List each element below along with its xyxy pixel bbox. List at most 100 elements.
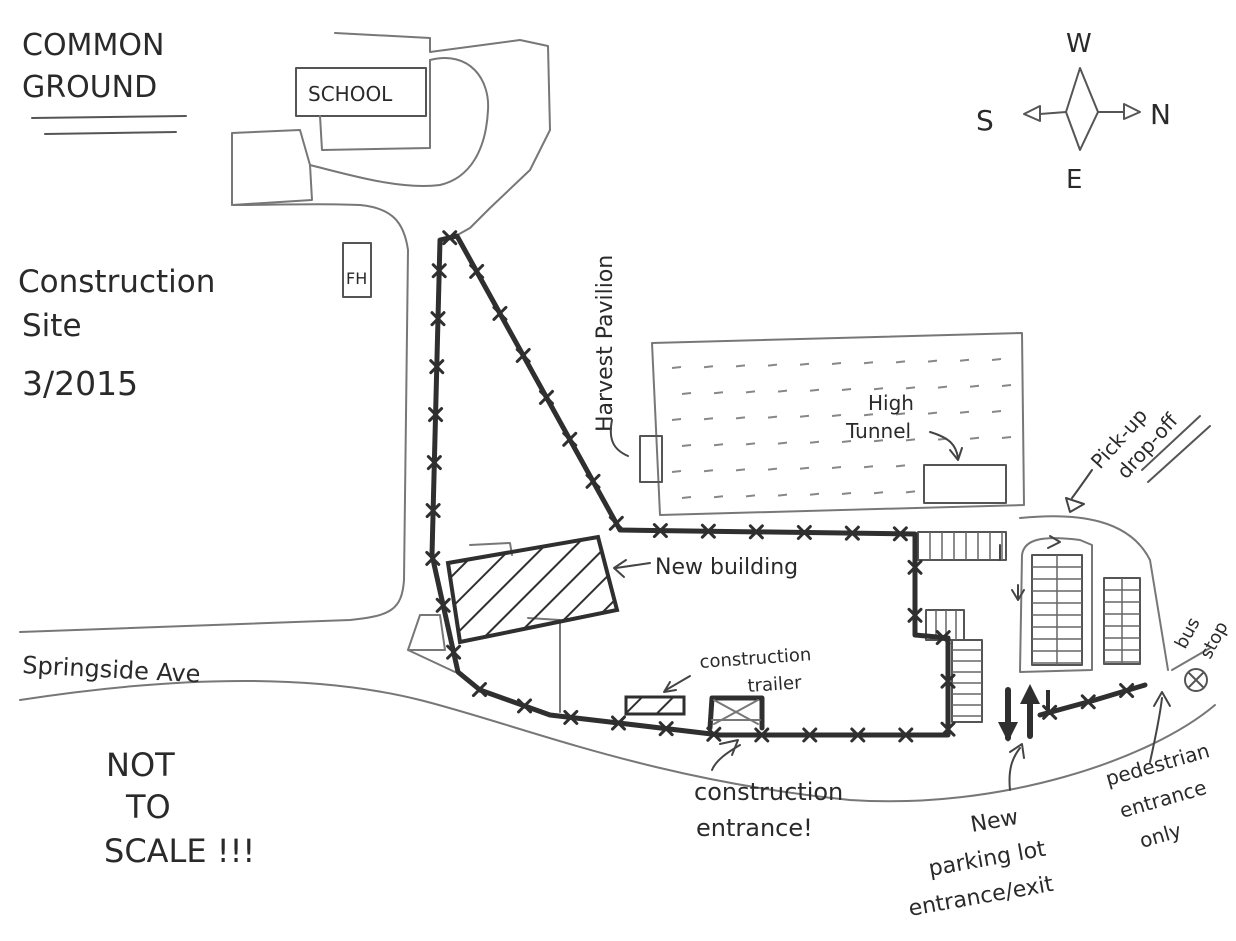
high-tunnel-label-2: Tunnel [845, 419, 911, 443]
pickup-road-outer [1019, 515, 1169, 671]
harvest-pavilion-label: Harvest Pavilion [593, 255, 618, 432]
field-row-dash [991, 410, 1002, 413]
field-row-dash [777, 493, 788, 497]
field-row-dash [809, 492, 820, 496]
construction-trailer [624, 695, 686, 716]
compass-south-label: S [976, 104, 994, 137]
field-row-dash [735, 468, 746, 472]
road-south-edge [19, 680, 1216, 803]
field-row-dash [735, 364, 746, 368]
not-to-scale-line-2: TO [125, 788, 171, 826]
field-row-dash [809, 388, 820, 392]
harvest-pavilion-building [639, 435, 663, 483]
school-area: SCHOOL FH [19, 32, 551, 633]
field-row-dash [991, 358, 1002, 361]
field-row-dash [927, 359, 938, 363]
fence-mark [700, 523, 716, 539]
not-to-scale-line-1: NOT [106, 746, 175, 784]
fence-mark [748, 524, 764, 540]
field-row-dash [927, 411, 938, 415]
springside-ave-label: Springside Ave [22, 651, 201, 688]
field-row-dash [905, 386, 916, 390]
fence-mark [802, 727, 818, 743]
fence-mark [431, 263, 447, 279]
field-row-dash [713, 495, 724, 499]
compass-south-arrow-icon [1023, 105, 1041, 122]
high-tunnel-building [923, 464, 1007, 504]
field-row-dash [873, 439, 884, 443]
title-underline-1 [31, 115, 187, 119]
fence-mark [442, 230, 458, 246]
field-row-dash [703, 365, 714, 369]
new-building-area: New building [407, 534, 798, 713]
fence-mark [652, 523, 668, 539]
field-row-dash [799, 466, 810, 470]
pickup-arrow-icon [1065, 497, 1085, 513]
new-building-label: New building [655, 555, 798, 580]
fence-marks [425, 230, 1135, 743]
parking-stalls-south [951, 639, 983, 723]
fence-mark [935, 630, 951, 646]
fence-mark [892, 526, 908, 542]
title-line-2: GROUND [22, 70, 157, 105]
field-row-dash [841, 492, 852, 495]
fence-mark [425, 503, 441, 519]
fh-label: FH [346, 269, 367, 288]
fence-mark [1080, 694, 1096, 710]
field-row-dash [713, 443, 724, 447]
new-parking-label-1: New [969, 805, 1021, 838]
traffic-arrow-icon [1047, 535, 1061, 549]
field-row-dash [681, 496, 692, 499]
school-label: SCHOOL [308, 82, 393, 106]
field-row-dash [777, 389, 788, 393]
not-to-scale-note: NOT TO SCALE !!! [104, 746, 255, 870]
field-row-dash [937, 385, 948, 389]
fence-mark [706, 726, 722, 742]
field-row-dash [895, 464, 906, 468]
fence-mark [585, 473, 601, 489]
bus-stop: bus stop [1171, 614, 1233, 692]
school-building [295, 67, 427, 117]
parking-entrance-arrows [998, 684, 1050, 742]
compass-north-label: N [1150, 98, 1171, 131]
construction-fence [425, 230, 1148, 743]
field-row-dash [671, 366, 682, 369]
farm-field-outline [651, 332, 1025, 516]
fence-mark [940, 721, 956, 737]
school-annex [231, 129, 313, 206]
fence-mark [608, 515, 624, 531]
fence-mark [844, 525, 860, 541]
field-row-dash [703, 469, 714, 473]
field-row-dash [809, 440, 820, 444]
construction-trailer-label-1: construction [699, 644, 812, 673]
construction-gate [707, 695, 765, 731]
field-row-dash [841, 440, 852, 443]
fence-mark [446, 644, 462, 660]
field-row-dash [905, 438, 916, 442]
construction-entrance-arrow-icon [719, 739, 739, 756]
fence-mark [907, 607, 923, 623]
fence-mark [610, 715, 626, 731]
construction-trailer-area: construction trailer [624, 644, 812, 731]
fence-mark [426, 455, 442, 471]
fence-mark [796, 525, 812, 540]
field-row-dash [959, 358, 970, 362]
pedestrian-entrance: pedestrian entrance only [1103, 691, 1212, 853]
construction-entrance-label-1: construction [694, 778, 843, 806]
field-row-dash [895, 412, 906, 416]
fence-mark [850, 727, 866, 743]
new-building [445, 534, 620, 645]
subtitle-line-2: Site [22, 308, 82, 344]
new-parking-label-3: entrance/exit [907, 872, 1056, 922]
farm-field: Harvest Pavilion High Tunnel [593, 255, 1025, 516]
field-row-dash [863, 361, 874, 365]
pickup-dropoff: Pick-up drop-off [1065, 404, 1211, 513]
field-row-dash [745, 494, 756, 498]
high-tunnel-label-1: High [868, 391, 914, 415]
pedestrian-label-3: only [1137, 818, 1184, 853]
new-parking-entrance: New parking lot entrance/exit [907, 743, 1056, 922]
field-row-dash [905, 490, 916, 494]
field-row-dash [959, 410, 970, 414]
parking-lot [917, 515, 1169, 723]
